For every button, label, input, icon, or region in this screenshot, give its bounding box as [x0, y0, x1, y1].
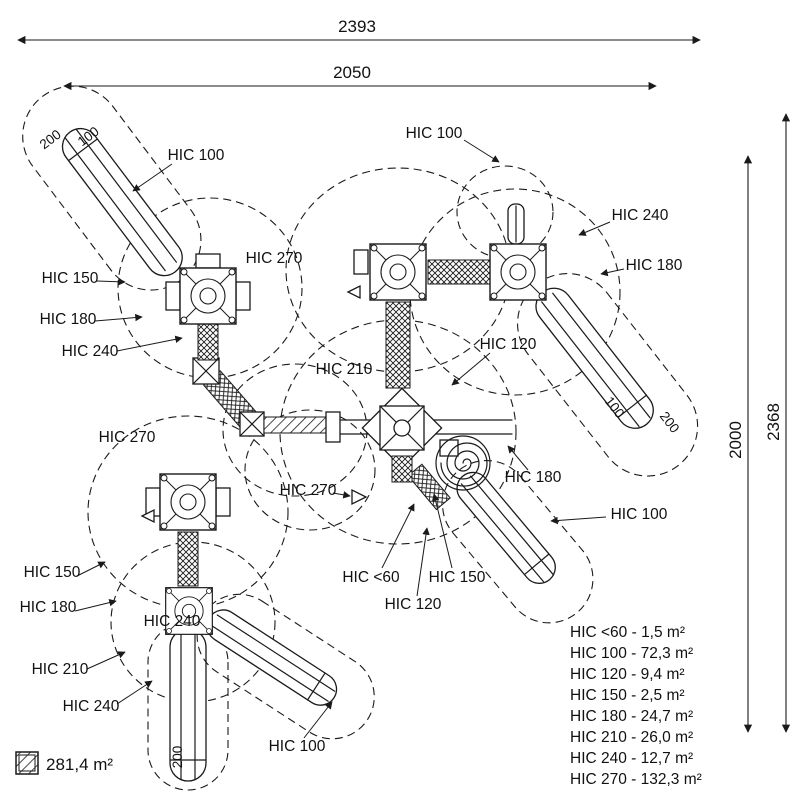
tower-bottom-left [140, 473, 231, 587]
legend-item: HIC 180 - 24,7 m² [570, 708, 693, 725]
tower-top-left [165, 253, 251, 361]
hic-label-center-270-top: HIC 270 [246, 250, 303, 267]
legend-item: HIC 270 - 132,3 m² [570, 771, 702, 788]
slide-bottom-vertical [147, 621, 229, 791]
hatched-area-icon [15, 751, 39, 775]
dim-tr-zone: 200 [657, 409, 683, 436]
beam-horizontal [263, 416, 337, 434]
hic-label-tl-slide: HIC 100 [168, 147, 225, 164]
hic-label-bottom-100: HIC 100 [269, 738, 326, 755]
hic-labels: HIC 100 HIC 100 HIC 240 HIC 180 HIC 150 … [20, 125, 683, 755]
spiral-slide [435, 435, 491, 491]
zone-cloud [87, 415, 289, 609]
hic-label-mid-180: HIC 180 [505, 469, 562, 486]
total-area-value: 281,4 m² [46, 755, 113, 774]
flag-marker [351, 488, 368, 506]
legend: HIC <60 - 1,5 m² HIC 100 - 72,3 m² HIC 1… [570, 624, 702, 788]
hic-label-low-lt60: HIC <60 [342, 569, 400, 586]
dim-right-outer: 2368 [764, 403, 783, 441]
bridge-diagonal [192, 357, 265, 437]
zone-cloud [279, 319, 517, 545]
dimension-lines: 2393 2050 2368 2000 [17, 17, 791, 733]
legend-item: HIC 150 - 2,5 m² [570, 687, 685, 704]
bridge-lower [407, 463, 451, 511]
legend-item: HIC 120 - 9,4 m² [570, 666, 685, 683]
dim-tl-zone: 200 [37, 127, 64, 153]
slide-lower-right [442, 459, 594, 624]
hic-label-right-180: HIC 180 [626, 257, 683, 274]
dim-top-inner: 2050 [333, 63, 371, 82]
hic-label-right-240: HIC 240 [612, 207, 669, 224]
legend-item: HIC 240 - 12,7 m² [570, 750, 693, 767]
hic-label-left-150: HIC 150 [42, 270, 99, 287]
zone-cloud [244, 409, 376, 531]
hic-label-center-210: HIC 210 [316, 361, 373, 378]
hic-label-left-180: HIC 180 [40, 311, 97, 328]
hic-label-center-270-low: HIC 270 [280, 482, 337, 499]
zone-cloud [117, 197, 303, 379]
dim-bottom-slide: 200 [170, 746, 185, 769]
hic-label-low-120: HIC 120 [385, 596, 442, 613]
hic-label-top-center: HIC 100 [406, 125, 463, 142]
tower-top-center [346, 243, 427, 389]
legend-item: HIC 100 - 72,3 m² [570, 645, 693, 662]
legend-item: HIC 210 - 26,0 m² [570, 729, 693, 746]
hic-label-ll-210: HIC 210 [32, 661, 89, 678]
hic-label-ll-240: HIC 240 [63, 698, 120, 715]
hic-label-low-150: HIC 150 [429, 569, 486, 586]
dim-top-outer: 2393 [338, 17, 376, 36]
hic-label-left-mid-270: HIC 270 [99, 429, 156, 446]
hic-label-ll-tower-240: HIC 240 [144, 613, 201, 630]
tower-top-right [489, 203, 547, 301]
legend-item: HIC <60 - 1,5 m² [570, 624, 685, 641]
bridge-top [427, 259, 491, 285]
zone-cloud [456, 165, 554, 259]
flag-marker [140, 508, 155, 524]
hic-label-ll-150: HIC 150 [24, 564, 81, 581]
tower-center-star [325, 387, 513, 511]
dim-right-inner: 2000 [726, 421, 745, 459]
hic-label-left-240: HIC 240 [62, 343, 119, 360]
leader-lines [74, 139, 625, 739]
hic-label-ll-180: HIC 180 [20, 599, 77, 616]
total-area: 281,4 m² [15, 751, 113, 775]
hic-label-right-100: HIC 100 [611, 506, 668, 523]
hic-label-center-120: HIC 120 [480, 336, 537, 353]
flag-marker [346, 284, 361, 300]
